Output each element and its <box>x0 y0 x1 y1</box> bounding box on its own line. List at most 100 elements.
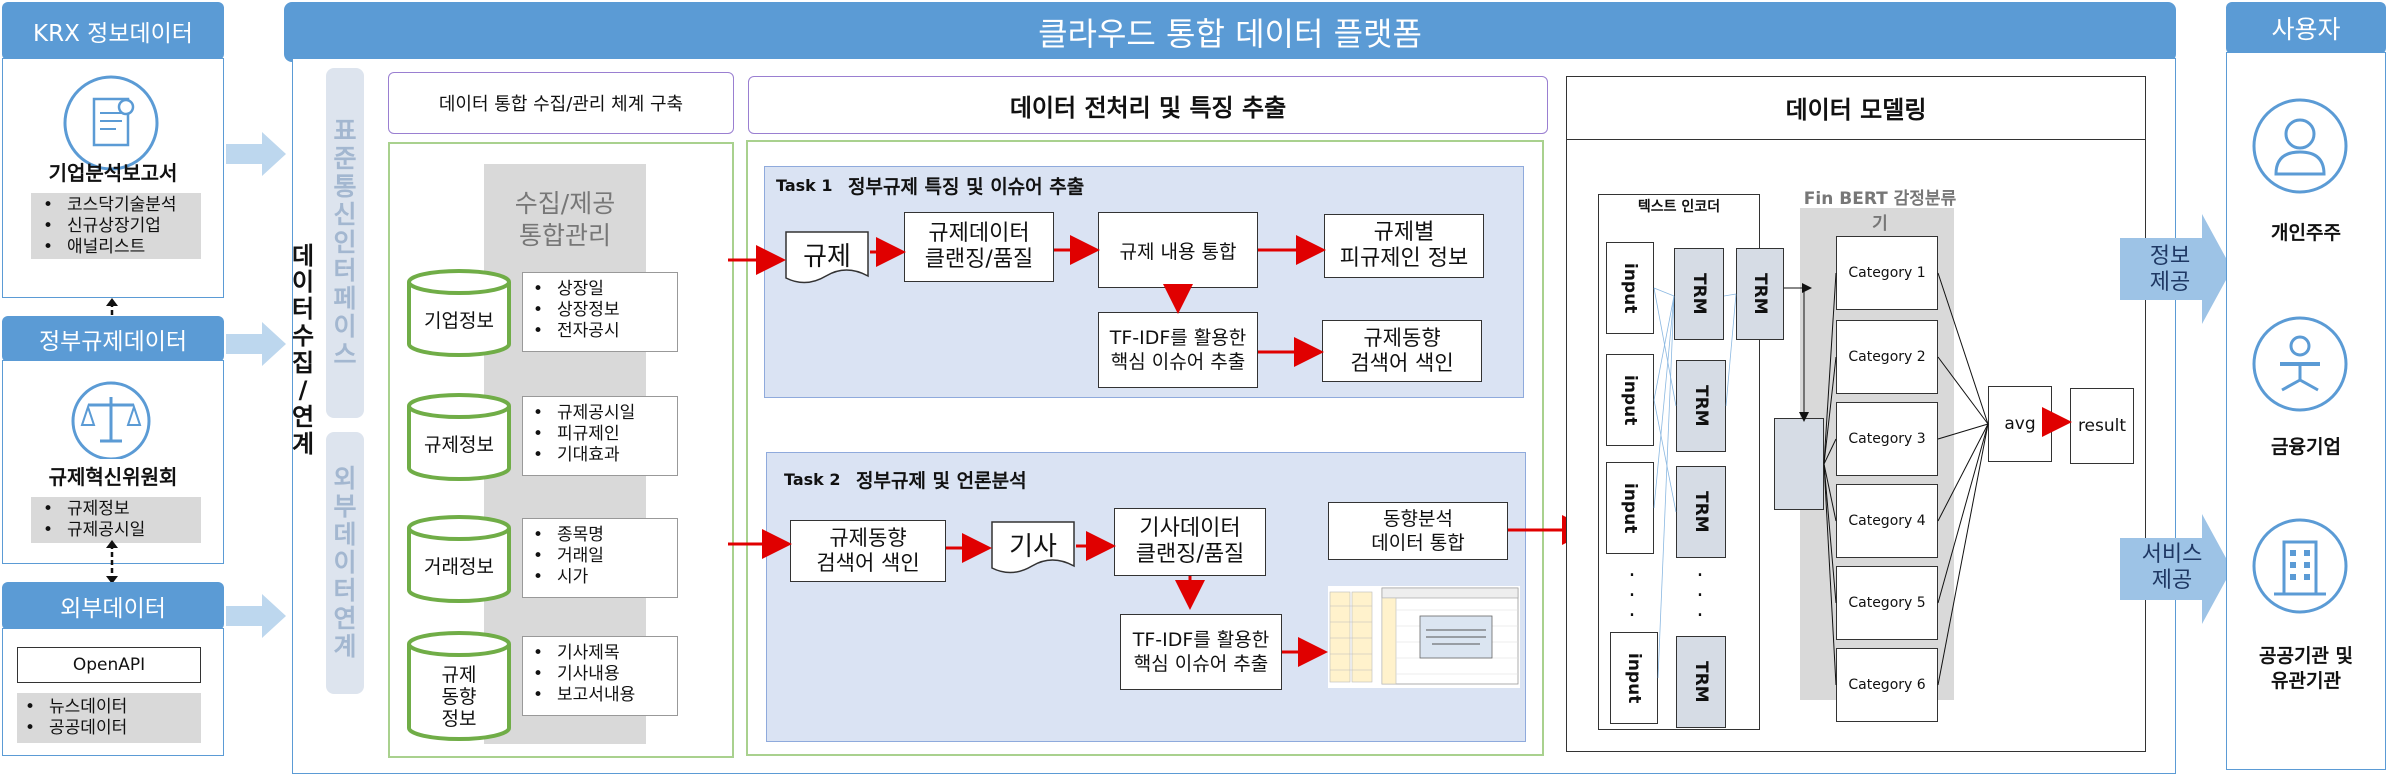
avg-box: avg <box>1988 386 2052 462</box>
committee-item: 규제공시일 <box>43 520 201 541</box>
pool-box <box>1774 418 1824 510</box>
input-dots: ... <box>1628 557 1636 622</box>
category-box: Category 5 <box>1836 566 1938 640</box>
doc-shape-news <box>991 521 1075 574</box>
doc-shape-reg <box>785 231 869 284</box>
category-box: Category 4 <box>1836 484 1938 558</box>
person-icon <box>2252 98 2348 194</box>
report-item: 코스닥기술분석 <box>43 195 201 216</box>
krx-header: KRX 정보데이터 <box>2 2 224 60</box>
user-individual: 개인주주 <box>2271 222 2341 244</box>
category-box: Category 1 <box>1836 236 1938 310</box>
building-icon <box>2252 518 2348 614</box>
trm-dots: ... <box>1696 557 1704 622</box>
finbert-label: Fin BERT 감정분류기 <box>1803 189 1957 234</box>
service-provide-arrow <box>2120 514 2232 624</box>
finance-icon <box>2252 316 2348 412</box>
preprocess-panel <box>746 140 1544 756</box>
category-box: Category 3 <box>1836 402 1938 476</box>
input-cell: input <box>1606 242 1654 334</box>
link-arrow-2 <box>106 540 118 584</box>
user-finance: 금융기업 <box>2271 436 2341 458</box>
modeling-title: 데이터 모델링 <box>1566 76 2146 140</box>
gov-panel: 규제혁신위원회 규제정보 규제공시일 <box>2 360 224 564</box>
flow-arrow-ext <box>226 594 286 638</box>
report-items: 코스닥기술분석 신규상장기업 애널리스트 <box>31 193 201 259</box>
db-cylinder-1 <box>407 269 511 357</box>
task2-title: 정부규제 및 언론분석 <box>856 470 1027 492</box>
info-provide-arrow <box>2120 214 2232 324</box>
ext-item: 뉴스데이터 <box>25 697 201 718</box>
task1-title: 정부규제 특징 및 이슈어 추출 <box>848 176 1085 198</box>
db-name-2: 규제정보 <box>424 434 494 456</box>
trm-cell: TRM <box>1676 466 1726 558</box>
trm-cell: TRM <box>1674 248 1724 340</box>
input-cell: input <box>1606 462 1654 554</box>
db-items-4: 기사제목기사내용보고서내용 <box>522 636 678 716</box>
category-box: Category 6 <box>1836 648 1938 722</box>
reg-integrate-box: 규제 내용 통합 <box>1098 212 1258 288</box>
db-items-2: 규제공시일피규제인기대효과 <box>522 396 678 476</box>
task1-label: Task 1 <box>776 176 833 195</box>
db-cylinder-4 <box>407 631 511 741</box>
trm-cell: TRM <box>1676 360 1726 452</box>
scale-icon <box>71 381 151 459</box>
platform-title: 클라우드 통합 데이터 플랫폼 <box>284 2 2176 62</box>
doc-reg-label: 규제 <box>803 242 851 272</box>
preprocess-title: 데이터 전처리 및 특징 추출 <box>748 76 1548 134</box>
collect-title: 데이터 통합 수집/관리 체계 구축 <box>388 72 734 134</box>
input-cell: input <box>1606 354 1654 446</box>
krx-panel: 기업분석보고서 코스닥기술분석 신규상장기업 애널리스트 <box>2 58 224 298</box>
data-table-thumbnail <box>1328 586 1520 688</box>
committee-items: 규제정보 규제공시일 <box>31 497 201 543</box>
user-header: 사용자 <box>2226 2 2386 54</box>
encoder-label: 텍스트 인코더 <box>1637 199 1721 215</box>
result-box: result <box>2070 388 2134 464</box>
ext-header: 외부데이터 <box>2 582 224 630</box>
encoder-frame <box>1598 194 1760 730</box>
flow-arrow-gov <box>226 322 286 366</box>
category-box: Category 2 <box>1836 320 1938 394</box>
ext-items: 뉴스데이터 공공데이터 <box>17 693 201 743</box>
committee-title: 규제혁신위원회 <box>48 465 178 489</box>
db-cylinder-2 <box>407 393 511 481</box>
trm-cell: TRM <box>1676 636 1726 728</box>
report-item: 애널리스트 <box>43 237 201 258</box>
input-cell: input <box>1610 632 1658 724</box>
db-items-1: 상장일상장정보전자공시 <box>522 272 678 352</box>
db-items-3: 종목명거래일시가 <box>522 518 678 598</box>
db-cylinder-3 <box>407 515 511 603</box>
ext-item: 공공데이터 <box>25 718 201 739</box>
task2-label: Task 2 <box>784 470 841 489</box>
report-title: 기업분석보고서 <box>48 161 178 185</box>
trm-cell-top: TRM <box>1736 248 1784 340</box>
ext-panel: OpenAPI 뉴스데이터 공공데이터 <box>2 628 224 756</box>
report-item: 신규상장기업 <box>43 216 201 237</box>
openapi-box: OpenAPI <box>17 647 201 683</box>
doc-news-label: 기사 <box>1009 532 1057 562</box>
db-name-3: 거래정보 <box>424 556 494 578</box>
report-icon <box>63 75 159 171</box>
db-name-1: 기업정보 <box>424 310 494 332</box>
collect-panel <box>388 142 734 758</box>
committee-item: 규제정보 <box>43 499 201 520</box>
flow-arrow-krx <box>226 132 286 176</box>
gov-header: 정부규제데이터 <box>2 316 224 362</box>
